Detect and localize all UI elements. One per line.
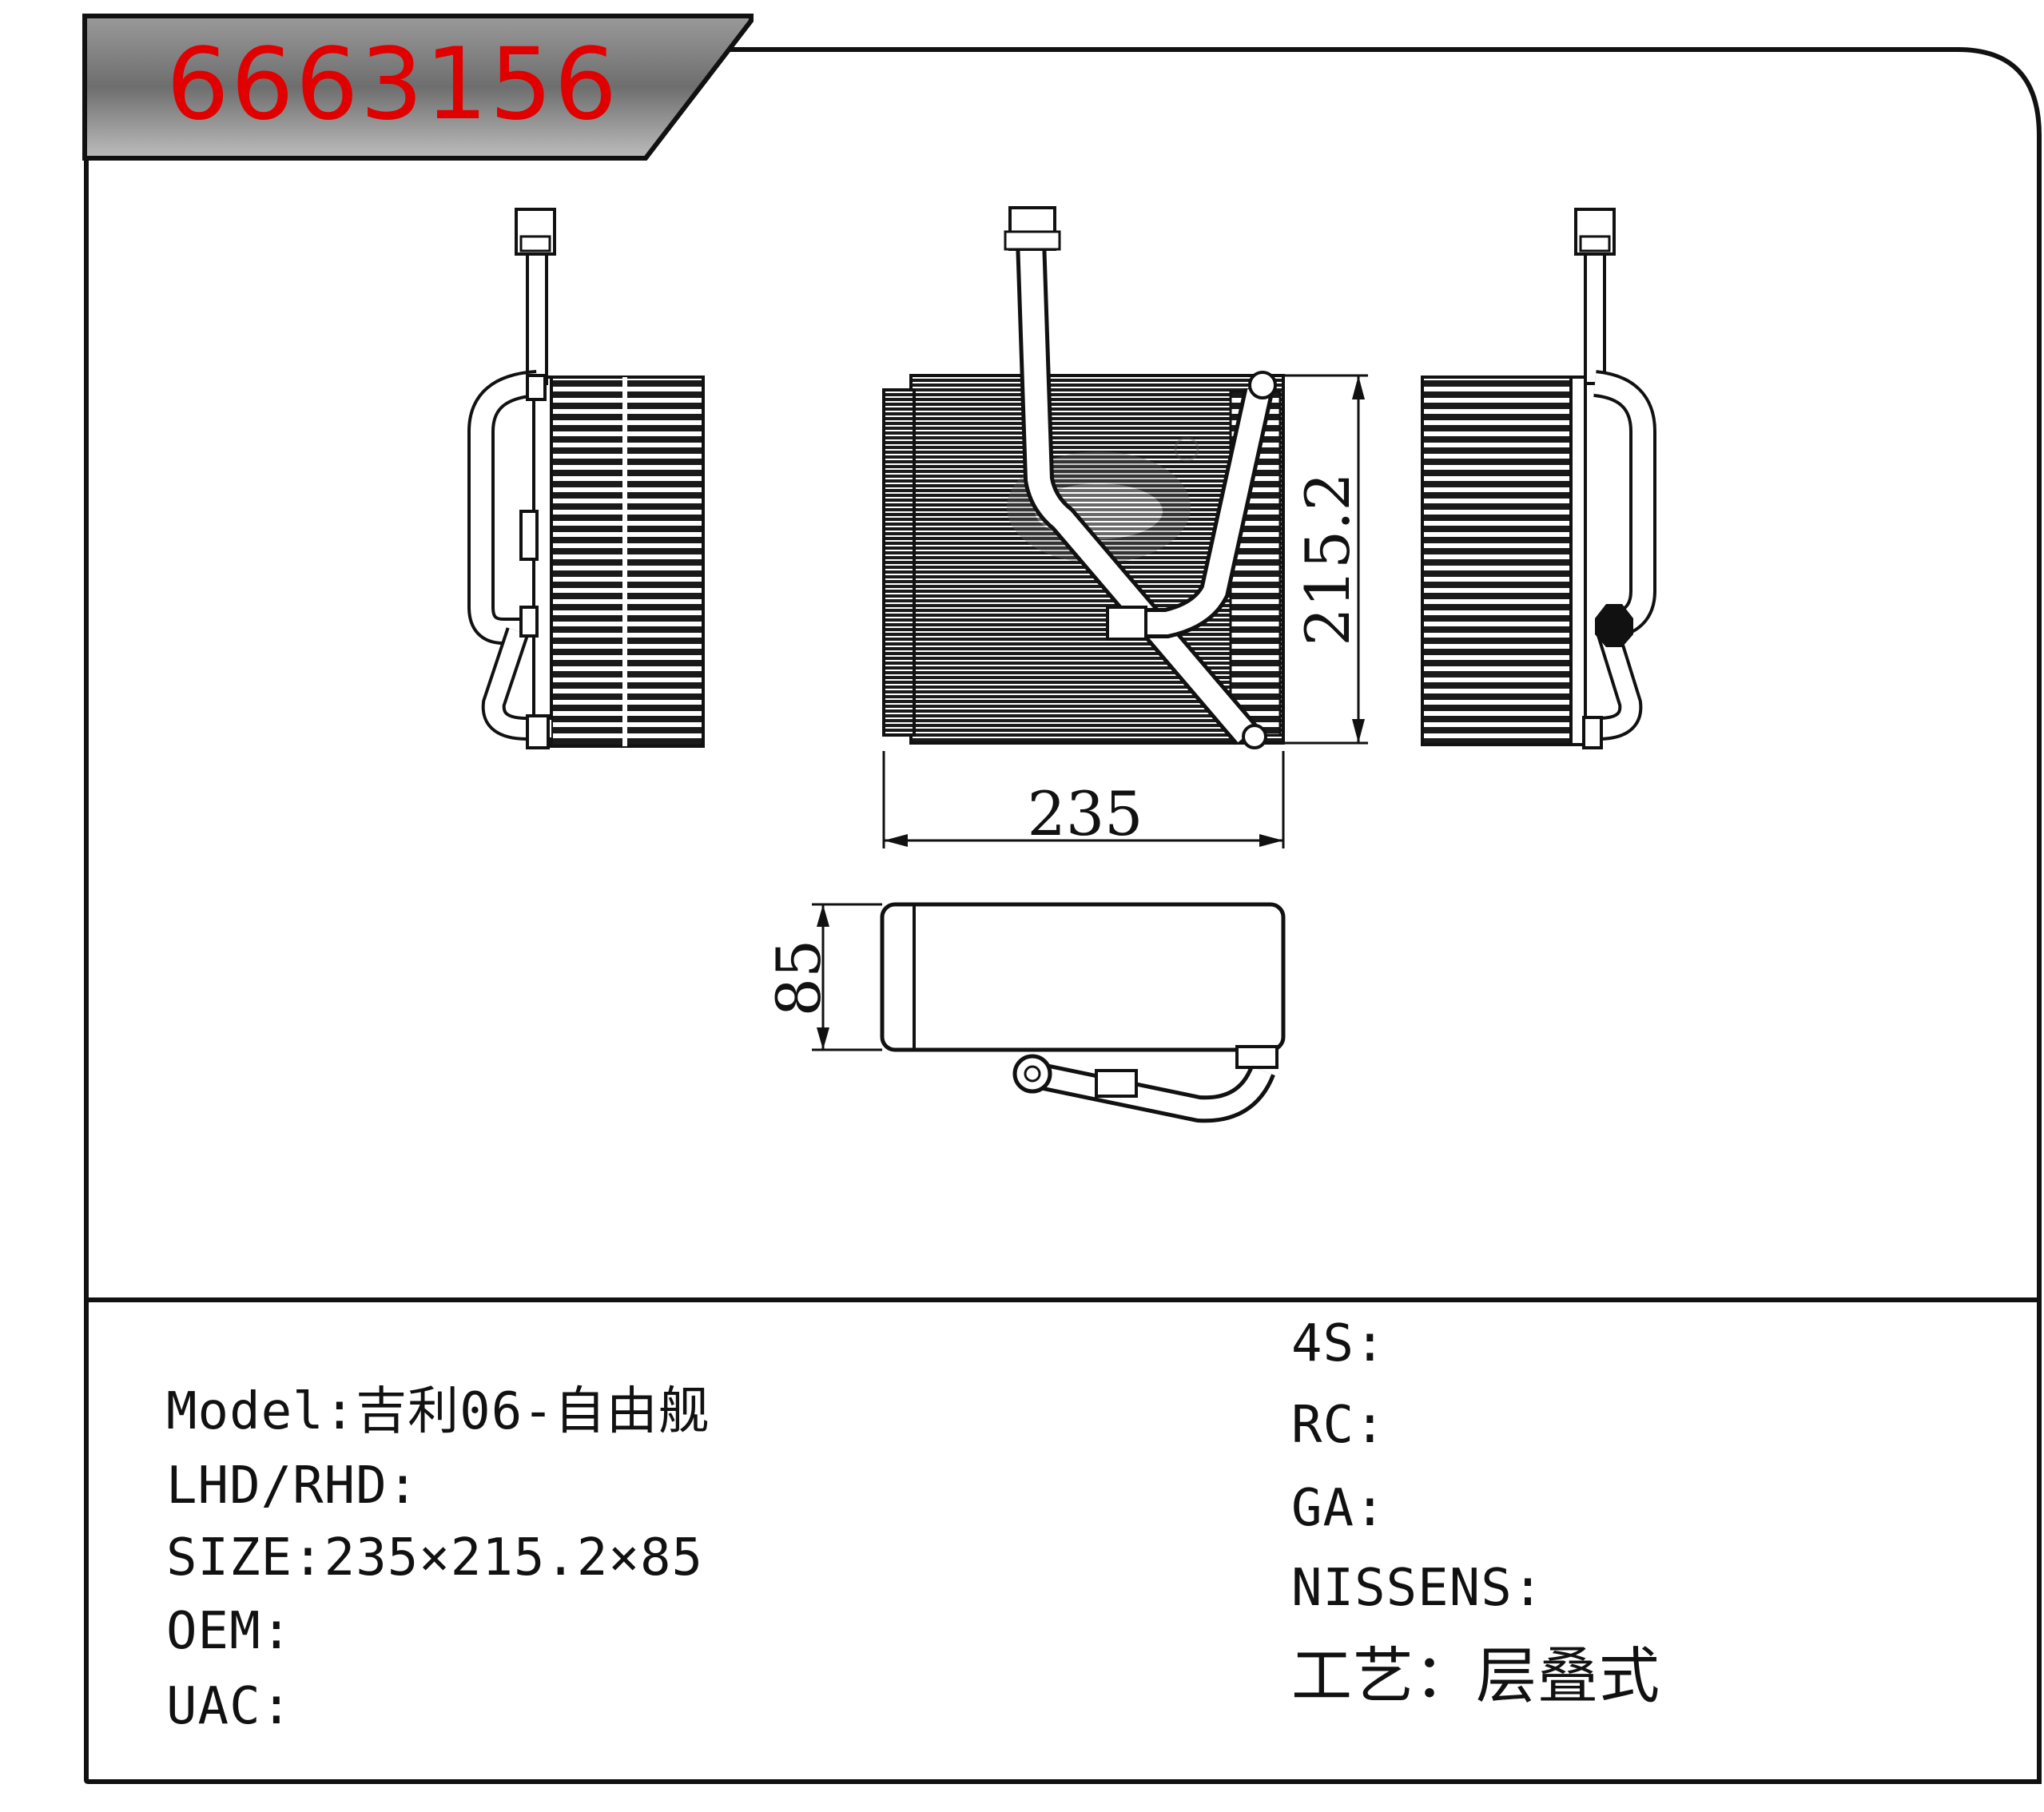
dimension-width — [882, 751, 1285, 848]
evaporator-front-view — [882, 206, 1285, 749]
dimension-height — [1283, 374, 1368, 745]
spec-ga: GA: — [1291, 1479, 1386, 1538]
header-band — [82, 14, 754, 161]
spec-lhd-rhd: LHD/RHD: — [166, 1456, 420, 1516]
dimension-depth — [812, 903, 882, 1051]
evaporator-left-side-view — [467, 208, 705, 749]
dimension-depth-label: 85 — [763, 940, 834, 1017]
dimension-height-label: 215.2 — [1292, 472, 1363, 646]
spec-process: 工艺：层叠式 — [1291, 1640, 1660, 1711]
evaporator-top-view — [880, 902, 1286, 1123]
spec-uac: UAC: — [166, 1677, 293, 1736]
spec-oem: OEM: — [166, 1602, 293, 1661]
evaporator-right-side-view — [1421, 208, 1656, 749]
dimension-width-label: 235 — [1027, 778, 1143, 849]
spec-4s: 4S: — [1291, 1314, 1386, 1373]
spec-nissens: NISSENS: — [1291, 1559, 1545, 1618]
part-number: 6663156 — [166, 27, 619, 142]
spec-model: Model:吉利06-自由舰 — [166, 1382, 710, 1441]
spec-rc: RC: — [1291, 1396, 1386, 1455]
sheet-border — [84, 47, 2042, 1784]
spec-size: SIZE:235×215.2×85 — [166, 1528, 704, 1587]
